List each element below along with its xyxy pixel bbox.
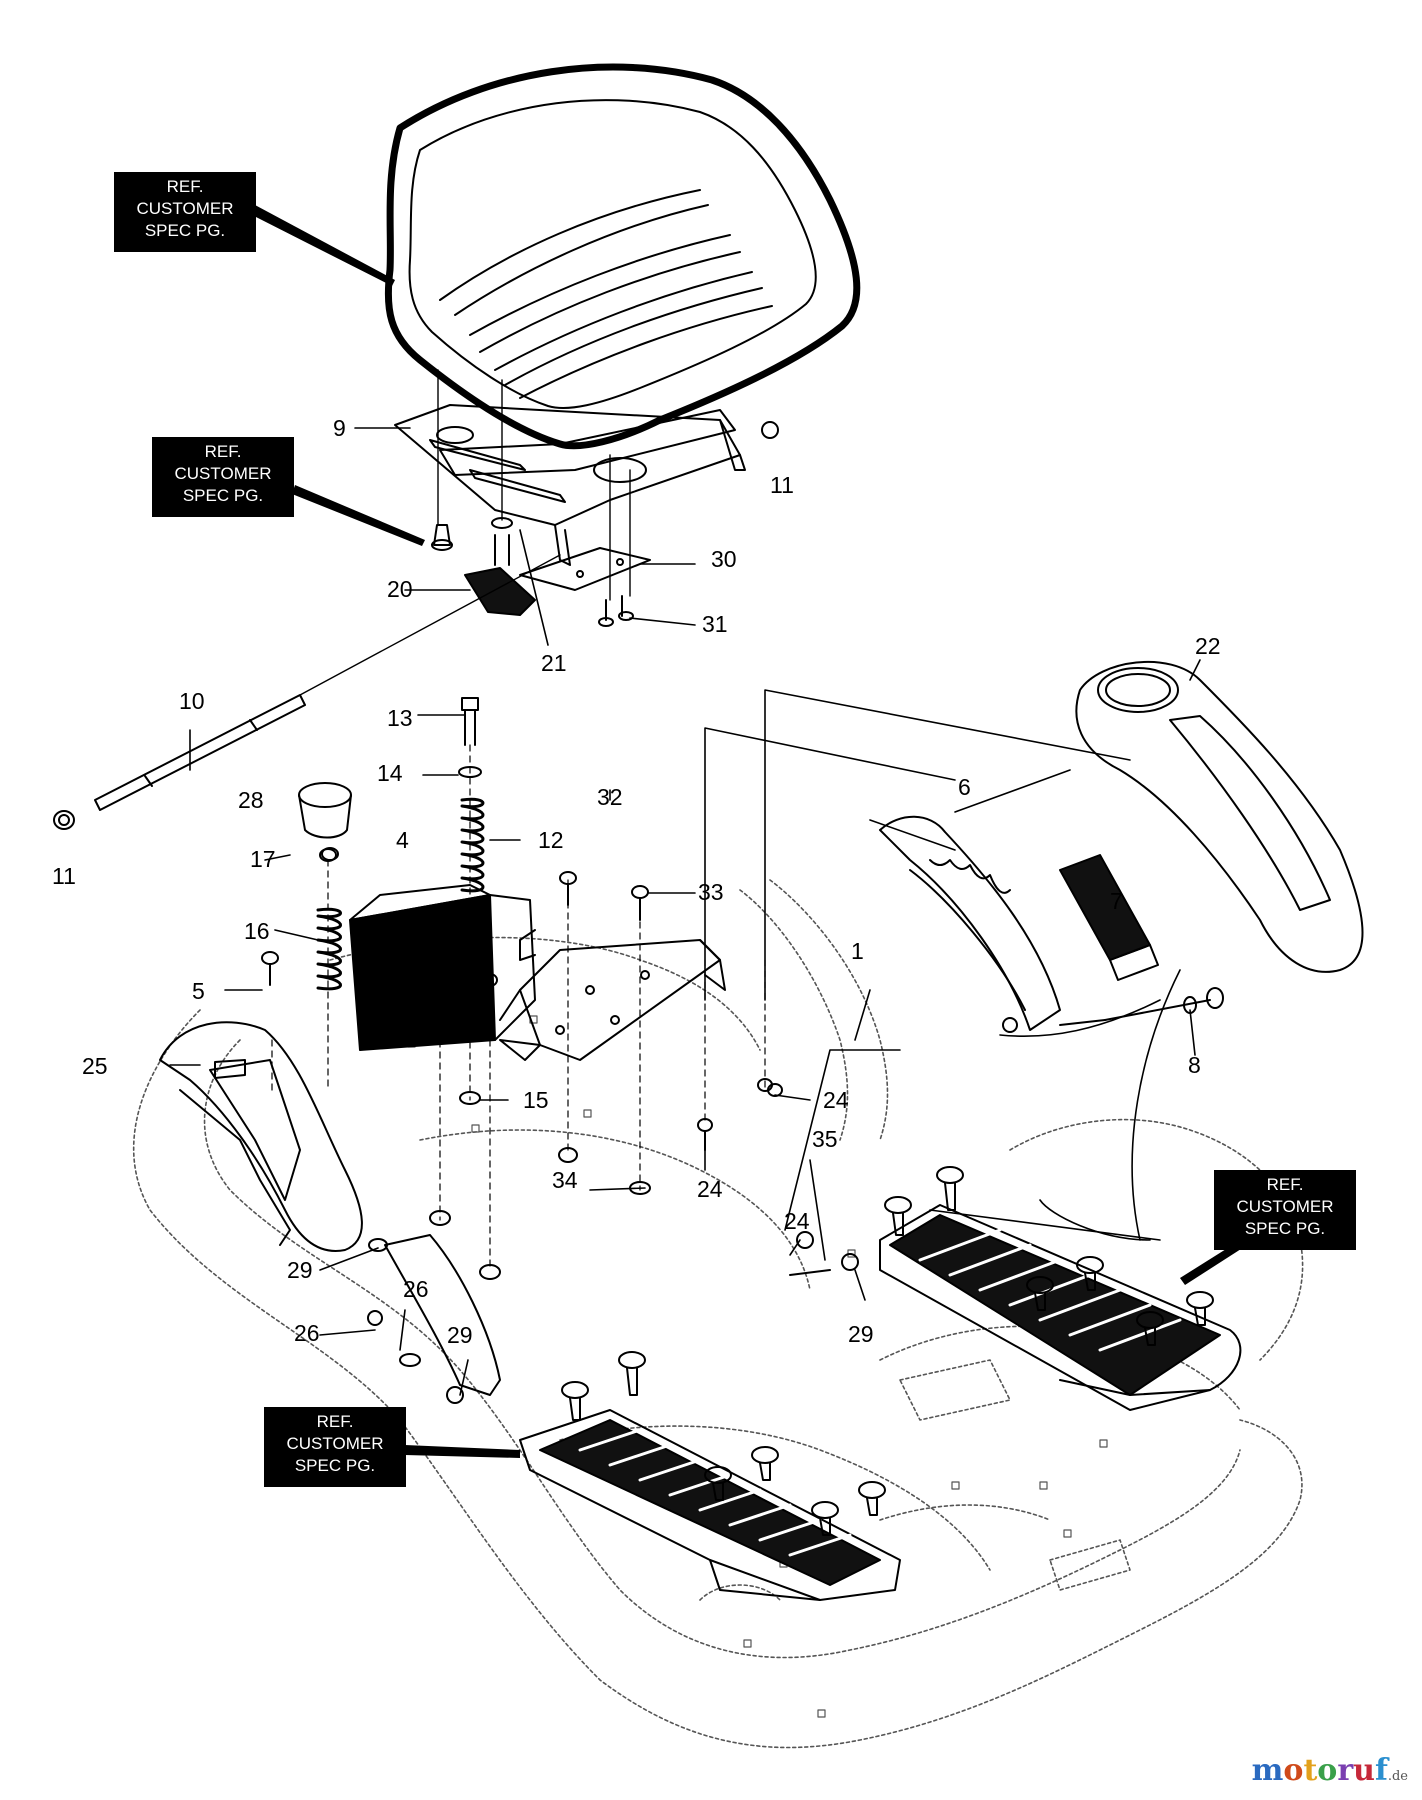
side-shield [384, 1234, 501, 1396]
seat-adjust-latch [464, 567, 536, 616]
callout-4: 4 [396, 827, 409, 853]
rubber-bumper [298, 782, 352, 839]
watermark-o1: o [1283, 1753, 1304, 1788]
watermark-t: t [1303, 1753, 1318, 1788]
watermark-f: f [1374, 1753, 1388, 1788]
motoruf-watermark: motoruf.de [1252, 1753, 1408, 1788]
callout-20: 20 [387, 576, 413, 602]
ref-box-knob-line3: SPEC PG. [182, 486, 264, 505]
ref-box-seat-line1: REF. [166, 177, 204, 196]
ref-box-knob-line2: CUSTOMER [174, 464, 272, 483]
ref-box-knob: REF. CUSTOMER SPEC PG. [152, 437, 294, 517]
left-footrest [519, 1409, 901, 1601]
callout-29-a: 29 [287, 1257, 313, 1283]
decal-plate [1059, 854, 1159, 981]
ref-box-left-footrest-line1: REF. [316, 1412, 354, 1431]
ref-box-right-footrest-line1: REF. [1266, 1175, 1304, 1194]
hardware-leader-lines [271, 744, 766, 1271]
seat-bracket [519, 547, 651, 591]
callout-22: 22 [1195, 633, 1221, 659]
callout-29-b: 29 [848, 1321, 874, 1347]
watermark-u: u [1353, 1753, 1375, 1788]
callout-5: 5 [192, 978, 205, 1004]
ref-box-seat-line3: SPEC PG. [144, 221, 226, 240]
seat-spring-12 [460, 797, 485, 893]
callout-11-top: 11 [770, 472, 794, 498]
callout-12: 12 [538, 827, 564, 853]
seat-spring-16 [316, 907, 342, 991]
callout-26-a: 26 [403, 1276, 429, 1302]
callout-9: 9 [333, 415, 346, 441]
callout-6: 6 [958, 774, 971, 800]
seat-leader-lines [299, 369, 631, 696]
seat-pan [394, 404, 746, 566]
support-bracket [499, 939, 726, 1061]
callout-34: 34 [552, 1167, 578, 1193]
callout-11-left: 11 [52, 863, 76, 889]
callout-1: 1 [851, 938, 864, 964]
callout-13: 13 [387, 705, 413, 731]
right-footrest-pushpins [884, 1166, 1214, 1346]
callout-10: 10 [179, 688, 205, 714]
ref-box-seat: REF. CUSTOMER SPEC PG. [114, 172, 256, 252]
callout-26-b: 26 [294, 1320, 320, 1346]
ref-box-knob-line1: REF. [204, 442, 242, 461]
ref-box-right-footrest: REF. CUSTOMER SPEC PG. [1214, 1170, 1356, 1250]
callout-29-c: 29 [447, 1322, 473, 1348]
callout-21: 21 [541, 650, 567, 676]
ref-box-left-footrest-line3: SPEC PG. [294, 1456, 376, 1475]
callout-15: 15 [523, 1087, 549, 1113]
watermark-m: m [1251, 1753, 1284, 1788]
lift-quadrant-plate [879, 815, 1061, 1033]
right-fender-console [1075, 660, 1364, 973]
watermark-r: r [1337, 1753, 1354, 1788]
callout-24-c: 24 [784, 1208, 810, 1234]
ref-box-right-footrest-line3: SPEC PG. [1244, 1219, 1326, 1238]
callout-7: 7 [1110, 888, 1123, 914]
callout-8: 8 [1188, 1052, 1201, 1078]
callout-14: 14 [377, 760, 403, 786]
fasteners [261, 847, 859, 1404]
watermark-de: .de [1387, 1769, 1408, 1784]
right-footrest [879, 1204, 1242, 1411]
left-footrest-pushpins [561, 1351, 886, 1536]
callout-35: 35 [812, 1126, 838, 1152]
watermark-o2: o [1317, 1753, 1338, 1788]
left-console [159, 1021, 363, 1252]
callout-30: 30 [711, 546, 737, 572]
ref-box-seat-line2: CUSTOMER [136, 199, 234, 218]
callout-leader-lines [169, 427, 1201, 1396]
pivot-rod [53, 694, 306, 830]
callout-31: 31 [702, 611, 728, 637]
callout-24-a: 24 [823, 1087, 849, 1113]
battery-box [349, 884, 536, 1051]
callout-24-b: 24 [697, 1176, 723, 1202]
callout-33: 33 [698, 879, 724, 905]
seat-hardware [431, 421, 779, 627]
callout-17: 17 [250, 846, 276, 872]
callout-32: 32 [597, 784, 623, 810]
callout-25: 25 [82, 1053, 108, 1079]
chassis-rivets [407, 1015, 1108, 1718]
ref-box-left-footrest-line2: CUSTOMER [286, 1434, 384, 1453]
callout-16: 16 [244, 918, 270, 944]
seat [384, 63, 861, 476]
fender-bolt [1059, 987, 1224, 1026]
callout-28: 28 [238, 787, 264, 813]
ref-box-right-footrest-line2: CUSTOMER [1236, 1197, 1334, 1216]
ref-box-left-footrest: REF. CUSTOMER SPEC PG. [264, 1407, 406, 1487]
